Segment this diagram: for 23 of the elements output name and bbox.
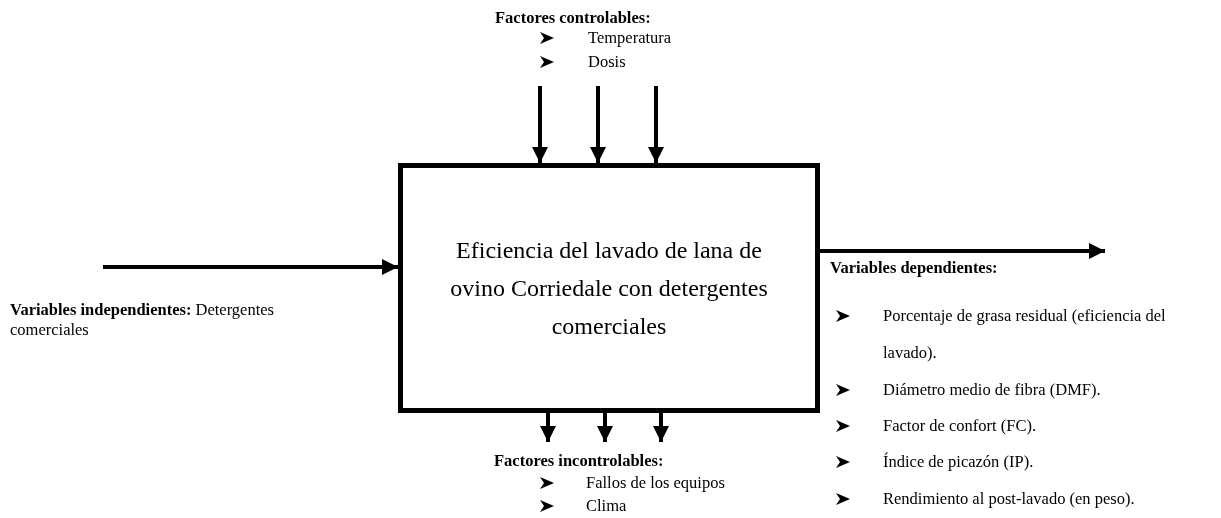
process-label: Eficiencia del lavado de lana de ovino Corriedale con detergentes comerciales [449, 236, 769, 341]
arrow [590, 86, 606, 163]
list-item: Temperatura [588, 28, 672, 48]
list-item: Diámetro medio de fibra (DMF). [883, 379, 1101, 401]
list-item: Índice de picazón (IP). [883, 451, 1034, 473]
process-box [398, 163, 820, 413]
arrow [820, 243, 1105, 259]
list-item: Rendimiento al post-lavado (en peso). [883, 488, 1135, 510]
arrow [540, 413, 556, 442]
list-item: Factor de confort (FC). [883, 415, 1037, 437]
arrow [103, 259, 398, 275]
list-item: Fallos de los equipos [586, 473, 725, 493]
section-heading: Factores incontrolables: [494, 451, 665, 471]
description-text: Variables independientes: Detergentes comerciales [10, 300, 275, 340]
arrow [532, 86, 548, 163]
list-item: Porcentaje de grasa residual (eficiencia del lavado). [883, 305, 1167, 364]
list-item: Dosis [588, 52, 626, 72]
list-item: Clima [586, 496, 627, 516]
section-heading: Factores controlables: [495, 8, 651, 28]
arrow [597, 413, 613, 442]
section-heading: Variables dependientes: [830, 258, 998, 278]
arrow [653, 413, 669, 442]
arrow [648, 86, 664, 163]
